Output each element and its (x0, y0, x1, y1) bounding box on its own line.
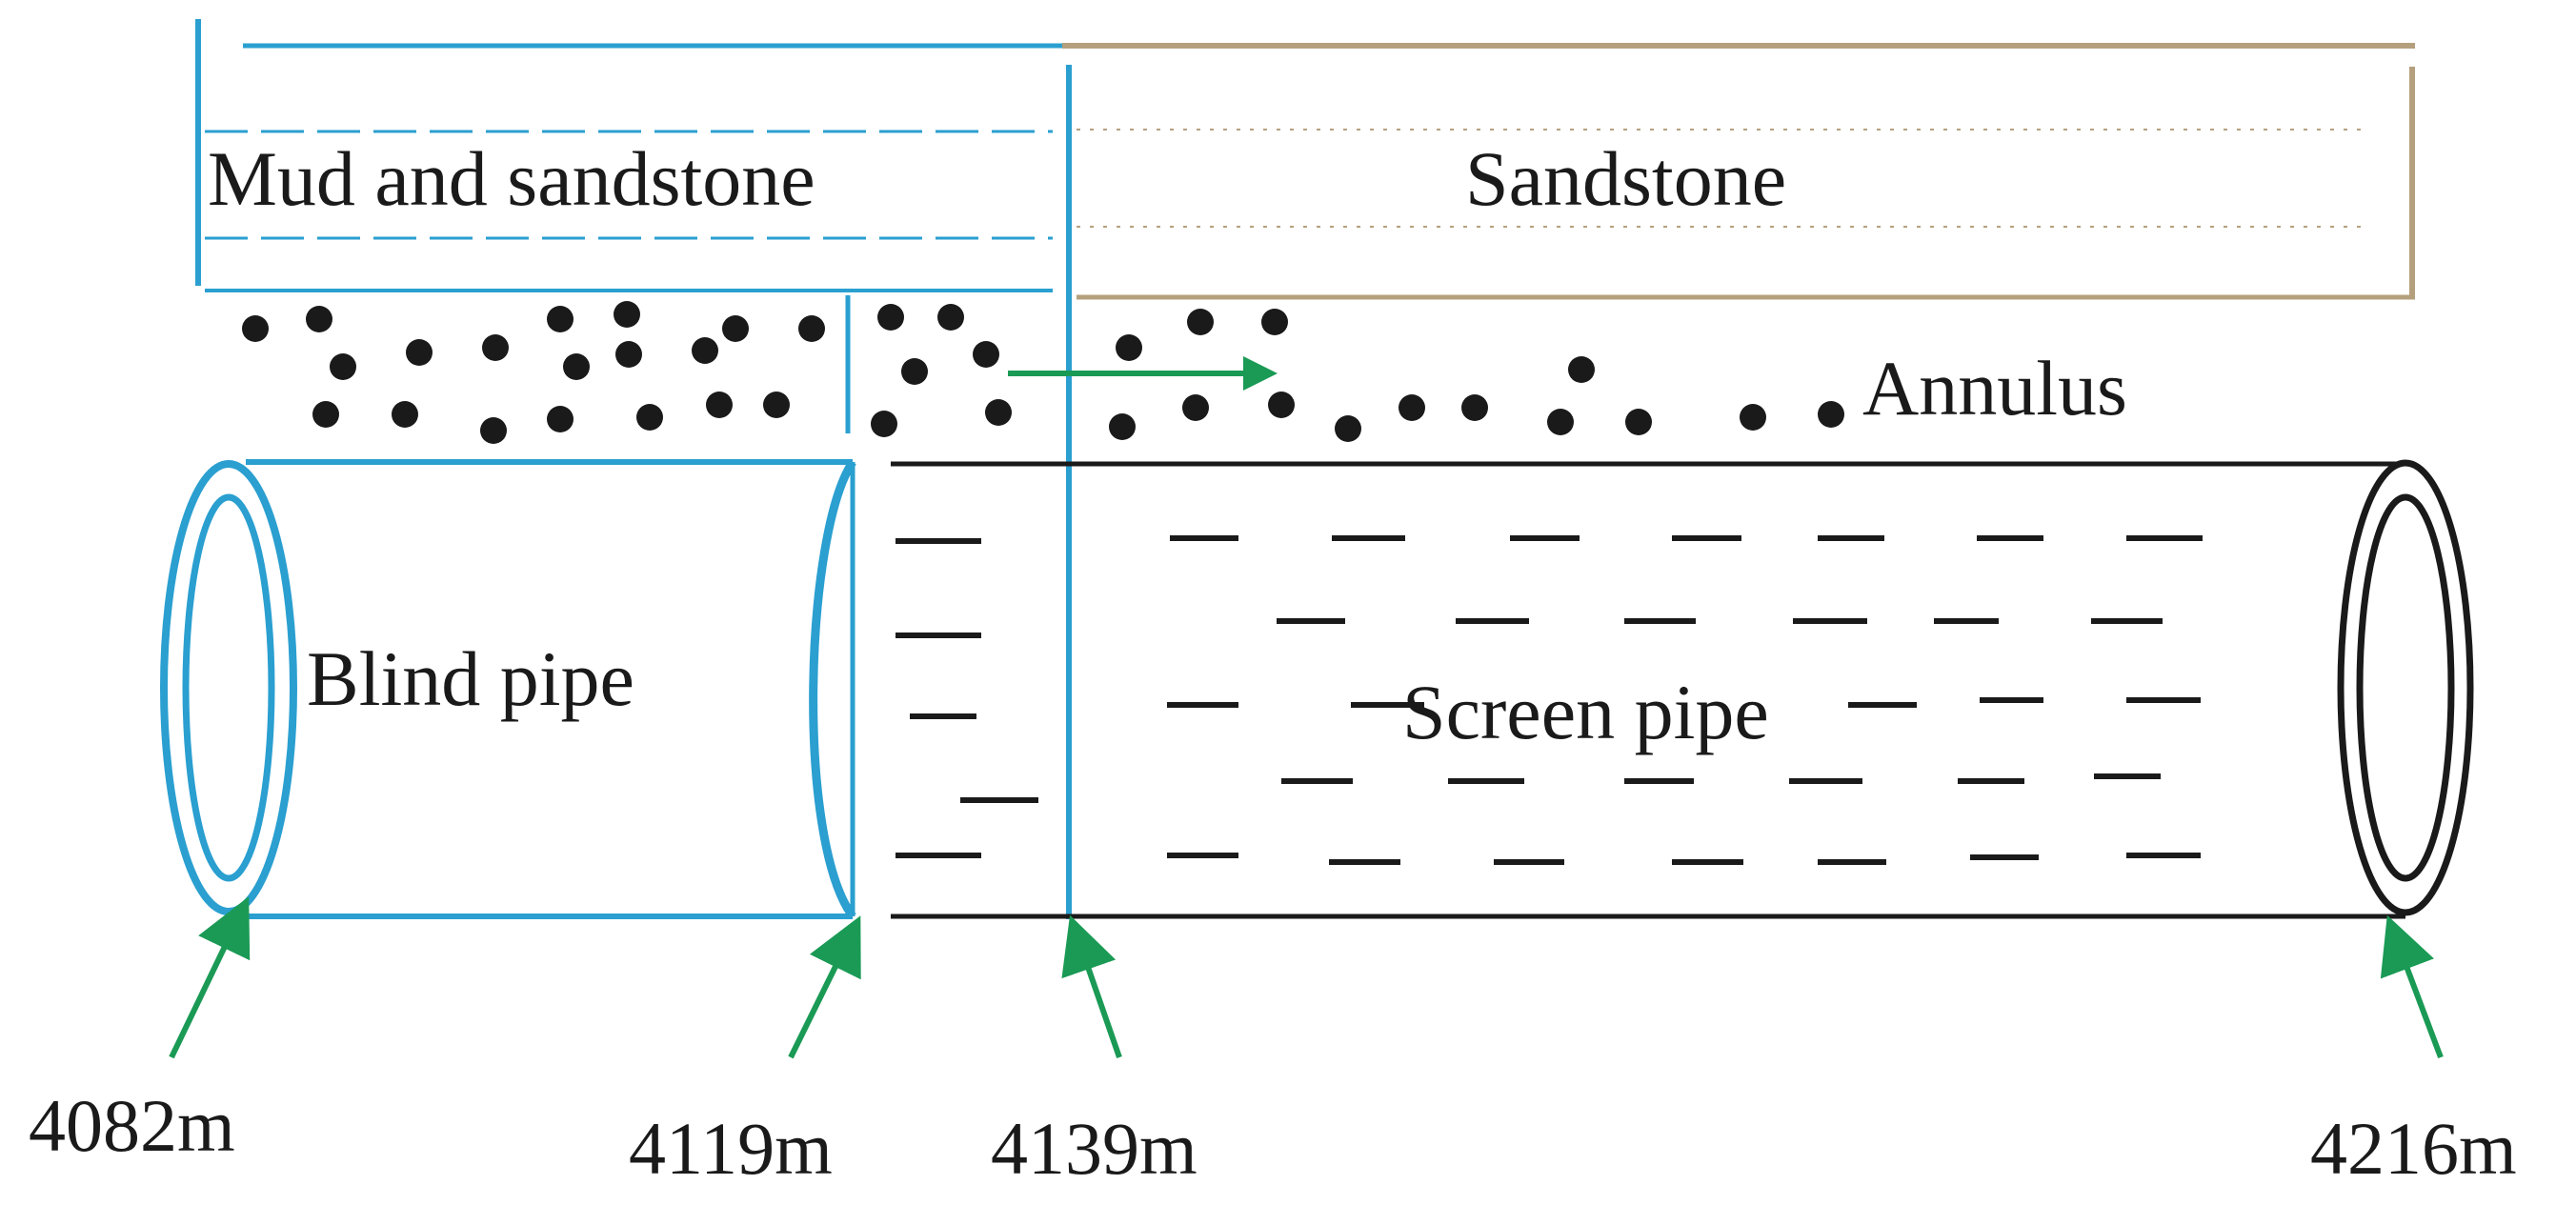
particle (706, 392, 733, 418)
depth-marker-4082: 4082m (29, 896, 251, 1167)
particle (1109, 413, 1136, 440)
particle (1740, 404, 1766, 431)
depth-marker-4119: 4119m (629, 915, 861, 1190)
depth-marker-4139: 4139m (991, 914, 1197, 1190)
particle (480, 417, 507, 444)
particle (901, 358, 928, 385)
particle (636, 404, 663, 431)
particle (722, 315, 749, 342)
depth-label-4119: 4119m (629, 1107, 833, 1190)
particle (798, 315, 825, 342)
particle (242, 315, 269, 342)
particle (877, 304, 904, 331)
annulus-label: Annulus (1862, 345, 2127, 432)
particle (547, 406, 574, 432)
particle (692, 337, 718, 364)
particle (1547, 409, 1574, 435)
depth-label-4216: 4216m (2310, 1107, 2517, 1190)
particle (1261, 309, 1288, 335)
depth-label-4139: 4139m (991, 1107, 1197, 1190)
particle (1818, 401, 1844, 428)
particle (1461, 394, 1488, 421)
formation-sandstone: Sandstone (1062, 43, 2415, 300)
particle (985, 399, 1012, 426)
particle (312, 401, 339, 428)
particle (614, 301, 640, 328)
formation-mud-sandstone: Mud and sandstone (195, 19, 1062, 292)
particle (306, 306, 332, 332)
depth-label-4082: 4082m (29, 1084, 235, 1167)
particle (763, 392, 790, 418)
screen-pipe-label: Screen pipe (1402, 669, 1769, 755)
particle (563, 353, 590, 380)
particle (615, 341, 642, 368)
blind-pipe: Blind pipe (160, 459, 856, 919)
layer-label-sandstone: Sandstone (1465, 135, 1786, 222)
particle (406, 339, 433, 366)
particle (547, 306, 574, 332)
particle (1625, 409, 1652, 435)
particle (871, 411, 897, 437)
particle (330, 353, 356, 380)
depth-marker-4216: 4216m (2310, 914, 2517, 1190)
screen-slots (896, 535, 2203, 865)
particle (973, 341, 999, 368)
screen-pipe: Screen pipe (891, 459, 2474, 919)
particle (1116, 334, 1142, 361)
particle (937, 304, 964, 331)
particle (1182, 394, 1209, 421)
particle (1187, 309, 1214, 335)
layer-label-mud-sandstone: Mud and sandstone (208, 135, 815, 222)
particle (1335, 415, 1361, 442)
particle (1568, 356, 1595, 383)
blind-pipe-label: Blind pipe (307, 635, 634, 722)
particle (1268, 392, 1295, 418)
particle (1399, 394, 1425, 421)
annulus-particles (242, 301, 1844, 444)
particle (482, 334, 509, 361)
particle (392, 401, 418, 428)
